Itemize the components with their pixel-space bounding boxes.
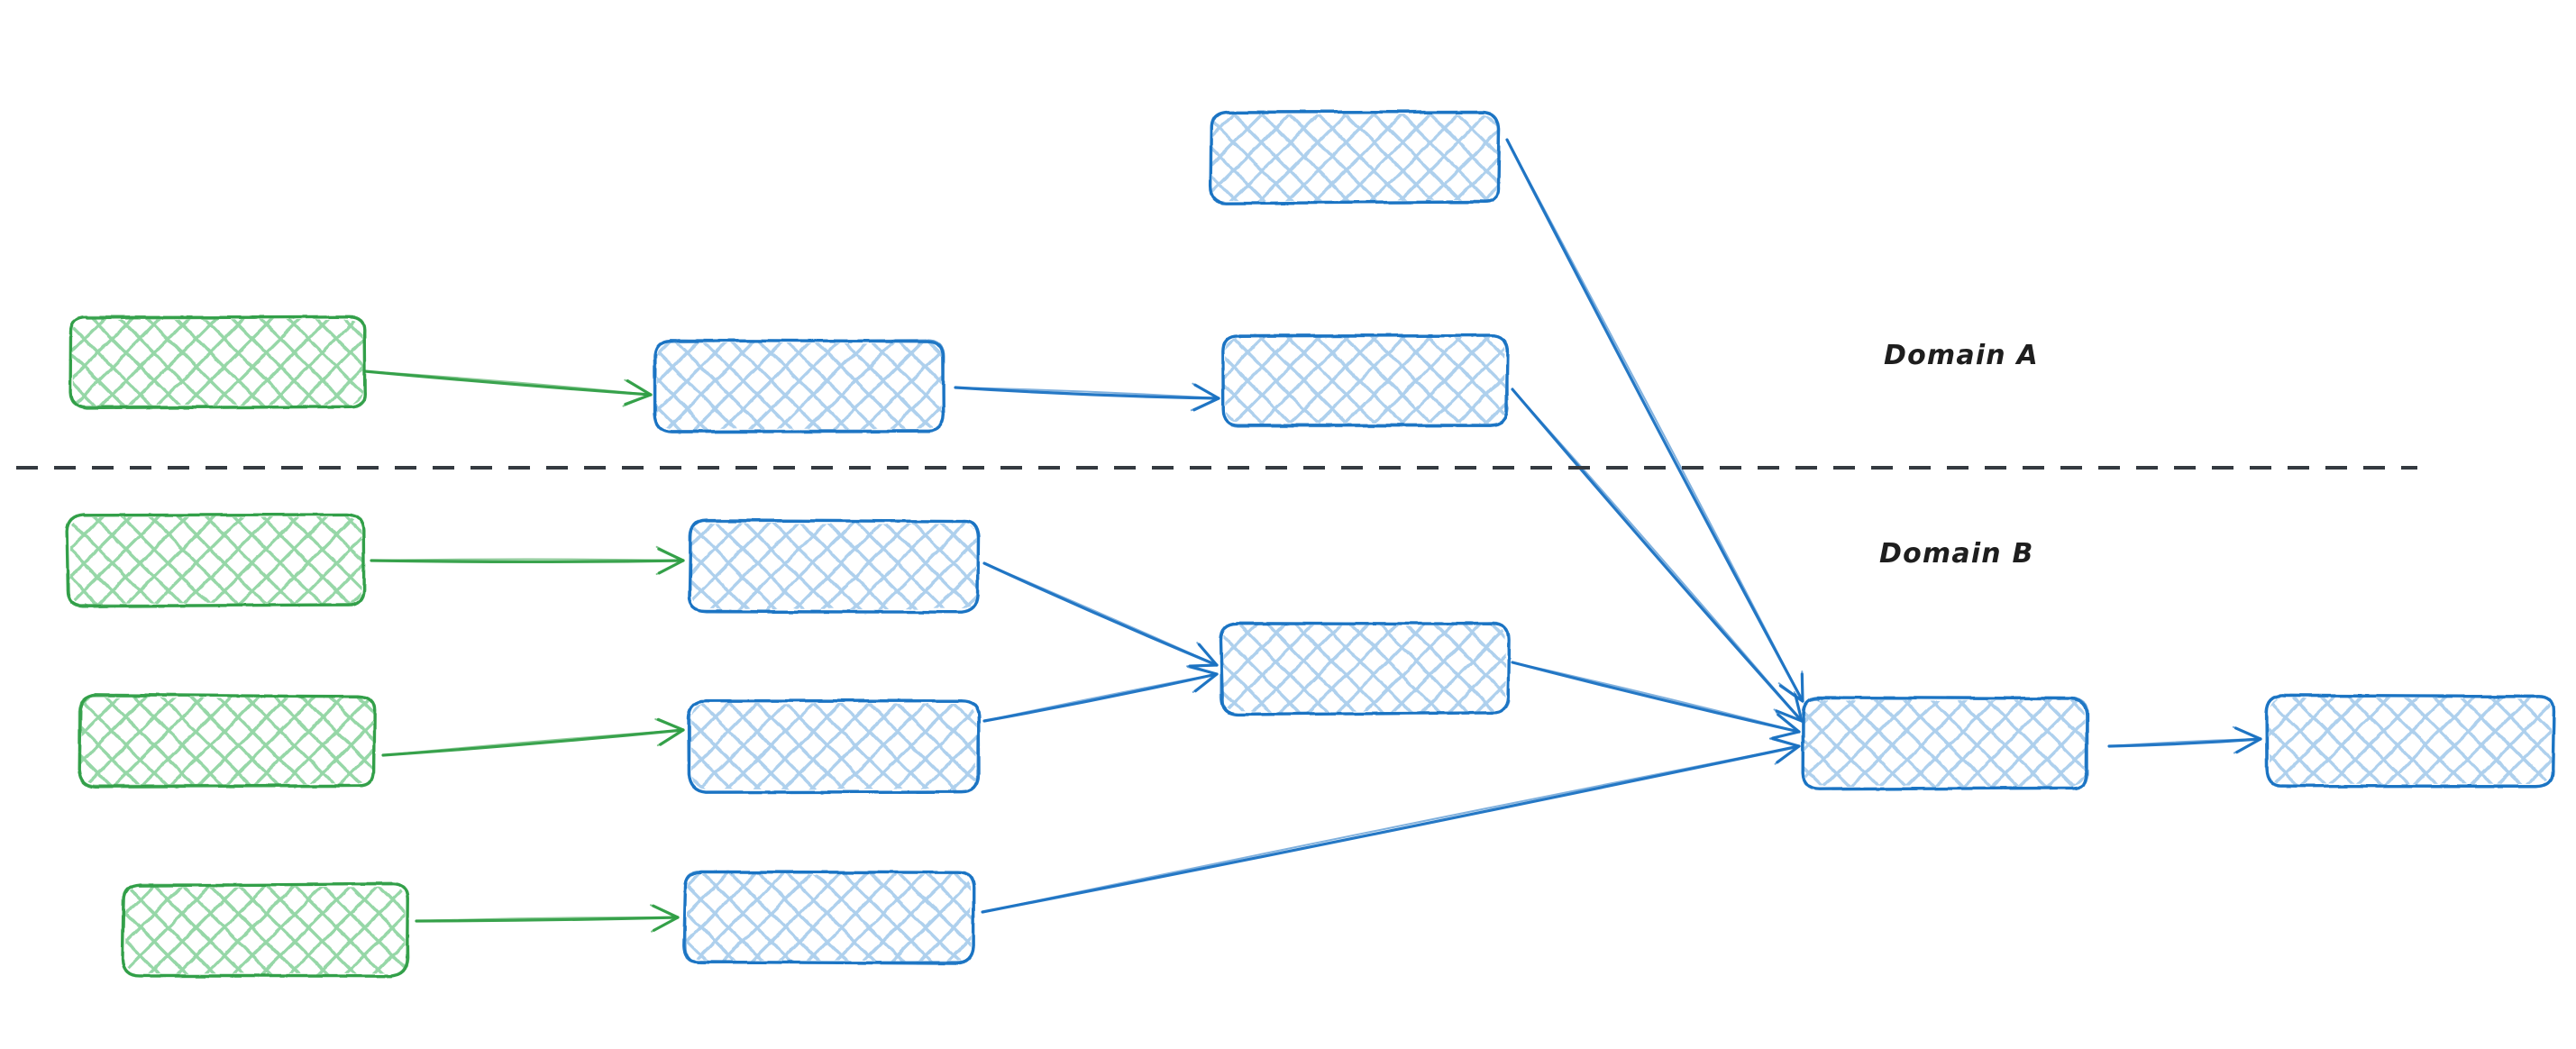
edge-shaft [370,558,684,561]
node-outline [1219,622,1511,716]
node-b-hub[interactable] [1801,696,2089,791]
edge-arrowhead [654,718,684,747]
edge-shaft [981,744,1801,914]
edge-shaft [983,562,1218,666]
edge-shaft [1512,661,1800,733]
domain-a-label: Domain A [1884,340,2039,371]
node-b-src-1[interactable] [65,513,366,608]
node-a-src-1[interactable] [69,315,367,410]
edge-arrowhead [649,904,679,933]
node-b-merge[interactable] [1219,621,1511,716]
node-fill [80,697,374,785]
node-b-proc-3[interactable] [682,870,975,965]
edge-e10 [1511,661,1801,740]
node-outline [683,870,975,964]
edge-shaft [983,673,1218,722]
node-b-proc-2[interactable] [687,698,981,794]
edge-arrowhead [1768,711,1800,740]
edge-arrowhead [622,379,652,407]
node-b-src-3[interactable] [121,882,409,978]
edge-e6 [381,717,685,757]
edge-arrowhead [655,545,684,576]
node-b-proc-1[interactable] [688,518,981,614]
edge-e2 [954,382,1220,412]
node-fill [1222,625,1506,713]
node-a-proc-2[interactable] [1221,333,1510,428]
node-fill [691,703,977,790]
edge-shaft [954,386,1220,400]
node-fill [1804,699,2086,787]
edge-shaft [363,369,653,397]
edge-e5 [370,545,685,576]
edge-shaft [364,370,652,396]
edge-shaft [982,745,1800,913]
edge-shaft [1512,388,1803,722]
edge-arrowhead [1769,737,1800,765]
edge-e4 [1511,388,1804,723]
node-outline [1801,696,2089,790]
edge-shaft [416,916,679,922]
node-fill [1211,114,1498,202]
node-outline [1222,333,1510,428]
node-outline [66,514,365,607]
node-outline [121,883,409,977]
node-outline [69,315,366,408]
edge-arrowhead [1777,670,1804,702]
edge-shaft [1506,139,1804,702]
node-fill [690,522,977,609]
edge-arrowhead [1186,666,1218,693]
node-fill [1224,336,1506,424]
edges-layer [363,138,2262,933]
nodes-layer [65,110,2556,978]
edge-e11 [981,737,1801,914]
node-outline [2266,694,2556,788]
node-a-top[interactable] [1209,110,1501,205]
edge-arrowhead [1190,382,1219,412]
node-outline [688,699,980,793]
domain-b-label: Domain B [1879,538,2034,570]
node-fill [71,318,364,406]
edge-shaft [382,729,684,756]
node-outline [653,339,945,433]
edge-shaft [1511,661,1801,734]
edge-e12 [2107,725,2262,754]
edge-arrowhead [2232,725,2261,754]
node-fill [69,516,362,605]
edge-e7 [415,904,680,933]
node-a-proc-1[interactable] [653,338,945,433]
edge-shaft [955,387,1219,399]
edge-e1 [363,369,653,407]
edge-shaft [1511,388,1804,723]
edge-e3 [1505,138,1804,703]
node-fill [2269,698,2553,785]
node-b-src-2[interactable] [78,693,377,789]
node-fill [124,886,406,974]
node-outline [78,694,376,787]
edge-shaft [2108,738,2261,747]
node-b-out[interactable] [2264,694,2556,788]
node-fill [687,873,972,962]
edge-shaft [1505,138,1804,703]
node-fill [656,342,943,430]
edge-e9 [982,665,1219,723]
edge-e8 [982,561,1219,668]
node-outline [1209,111,1501,205]
edge-arrowhead [1186,642,1218,668]
node-outline [688,519,981,614]
